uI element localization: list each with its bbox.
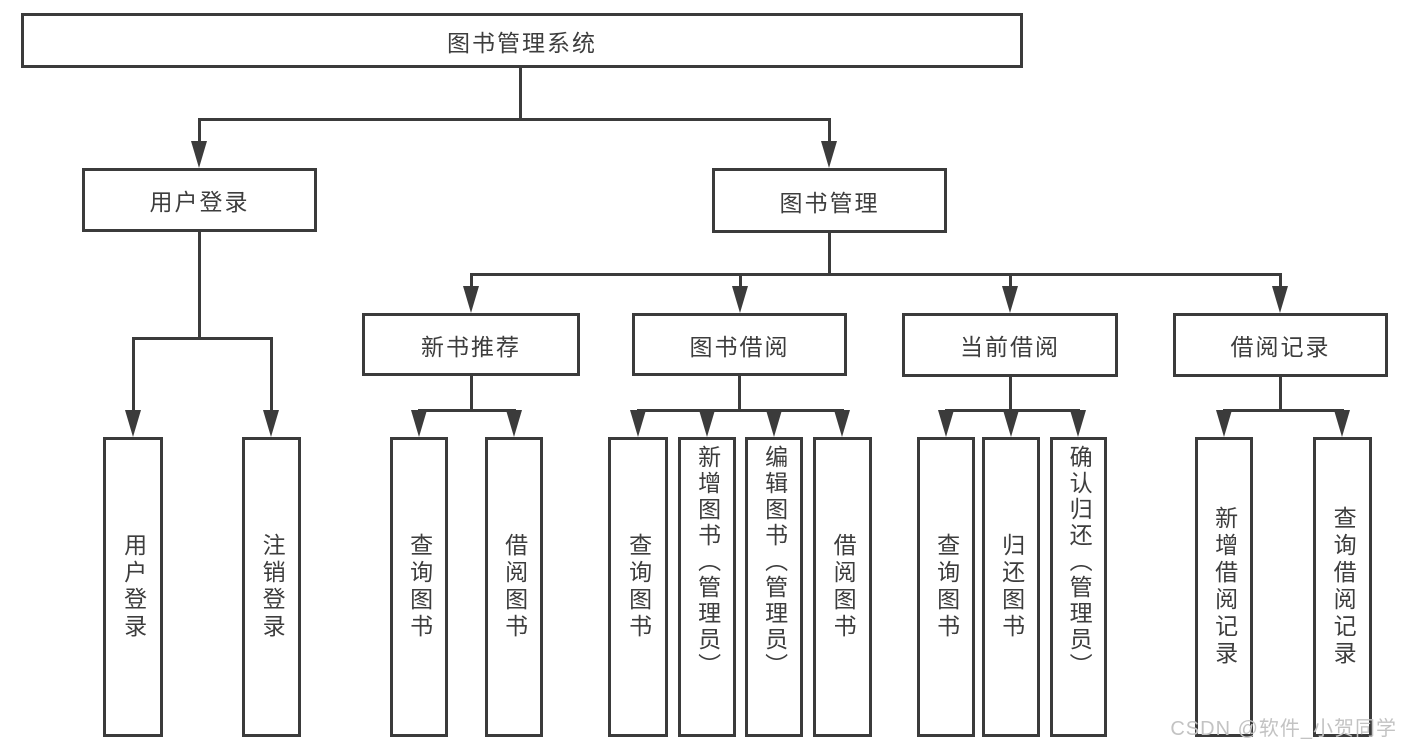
connector-book-management-rail [470, 273, 1282, 276]
connector-drop-user-login [198, 118, 201, 144]
connector-user-login-rail [132, 337, 273, 340]
node-leaf-add-book-admin: 新增图书（管理员） [678, 437, 736, 737]
node-label: 查询图书 [625, 533, 652, 641]
connector-drop-branch [1009, 273, 1012, 288]
node-label: 图书管理系统 [447, 29, 597, 56]
csdn-watermark: CSDN @软件_小贺同学 [1170, 718, 1397, 740]
node-label: 新增借阅记录 [1211, 506, 1238, 668]
node-label: 编辑图书（管理员） [761, 445, 788, 679]
arrow-down-icon [630, 410, 646, 437]
arrow-down-icon [1003, 410, 1019, 437]
node-leaf-return-book: 归还图书 [982, 437, 1040, 737]
arrow-down-icon [191, 141, 207, 168]
node-book-management: 图书管理 [712, 168, 947, 233]
arrow-down-icon [263, 410, 279, 437]
connector-drop-branch [1279, 273, 1282, 288]
connector-recommend-rail [418, 409, 516, 412]
arrow-down-icon [125, 410, 141, 437]
arrow-down-icon [463, 286, 479, 313]
node-label: 借阅图书 [830, 533, 857, 641]
node-label: 借阅记录 [1230, 334, 1331, 360]
connector-user-login-stem [198, 232, 201, 337]
connector-records-rail [1223, 409, 1344, 412]
connector-book-management-stem [828, 233, 831, 273]
node-label: 查询借阅记录 [1330, 506, 1357, 668]
arrow-down-icon [1272, 286, 1288, 313]
arrow-down-icon [1334, 410, 1350, 437]
arrow-down-icon [938, 410, 954, 437]
node-leaf-query-borrow-record: 查询借阅记录 [1313, 437, 1372, 737]
connector-recommend-stem [470, 376, 473, 409]
connector-root-stem [519, 68, 522, 118]
node-leaf-logout: 注销登录 [242, 437, 301, 737]
arrow-down-icon [411, 410, 427, 437]
node-label: 用户登录 [120, 533, 147, 641]
node-label: 图书借阅 [689, 333, 790, 360]
node-label: 当前借阅 [960, 334, 1060, 360]
arrow-down-icon [1070, 410, 1086, 437]
connector-current-stem [1009, 376, 1012, 409]
connector-root-rail [198, 118, 831, 121]
node-label: 借阅图书 [501, 533, 528, 641]
node-leaf-borrow-books: 借阅图书 [813, 437, 872, 737]
arrow-down-icon [506, 410, 522, 437]
node-library-system: 图书管理系统 [21, 13, 1023, 68]
arrow-down-icon [699, 410, 715, 437]
arrow-down-icon [732, 286, 748, 313]
connector-borrow-rail [637, 409, 844, 412]
node-label: 新书推荐 [421, 333, 521, 360]
node-leaf-add-borrow-record: 新增借阅记录 [1195, 437, 1253, 737]
connector-borrow-stem [738, 376, 741, 409]
node-label: 新增图书（管理员） [694, 445, 721, 679]
node-leaf-edit-book-admin: 编辑图书（管理员） [745, 437, 803, 737]
arrow-down-icon [834, 410, 850, 437]
node-leaf-borrow-books-recommend: 借阅图书 [485, 437, 543, 737]
connector-drop-book-management [828, 118, 831, 144]
node-label: 注销登录 [259, 533, 286, 641]
node-user-login: 用户登录 [82, 168, 317, 232]
node-leaf-query-books-borrow: 查询图书 [608, 437, 668, 737]
node-leaf-user-login: 用户登录 [103, 437, 163, 737]
node-leaf-query-books-recommend: 查询图书 [390, 437, 448, 737]
node-borrow-records: 借阅记录 [1173, 313, 1388, 377]
connector-drop-leaf [132, 337, 135, 412]
node-current-borrow: 当前借阅 [902, 313, 1118, 377]
connector-drop-branch [739, 273, 742, 288]
node-label: 用户登录 [149, 189, 250, 215]
node-leaf-query-books-current: 查询图书 [917, 437, 975, 737]
node-leaf-confirm-return-admin: 确认归还（管理员） [1050, 437, 1107, 737]
arrow-down-icon [821, 141, 837, 168]
node-book-borrow: 图书借阅 [632, 313, 847, 376]
node-label: 查询图书 [933, 533, 960, 641]
node-label: 确认归还（管理员） [1066, 445, 1093, 679]
connector-records-stem [1279, 376, 1282, 409]
arrow-down-icon [1002, 286, 1018, 313]
connector-drop-branch [470, 273, 473, 288]
node-label: 查询图书 [406, 533, 433, 641]
node-label: 归还图书 [998, 533, 1025, 641]
connector-drop-leaf [270, 337, 273, 412]
arrow-down-icon [1216, 410, 1232, 437]
node-label: 图书管理 [779, 189, 880, 216]
node-new-book-recommend: 新书推荐 [362, 313, 580, 376]
arrow-down-icon [766, 410, 782, 437]
